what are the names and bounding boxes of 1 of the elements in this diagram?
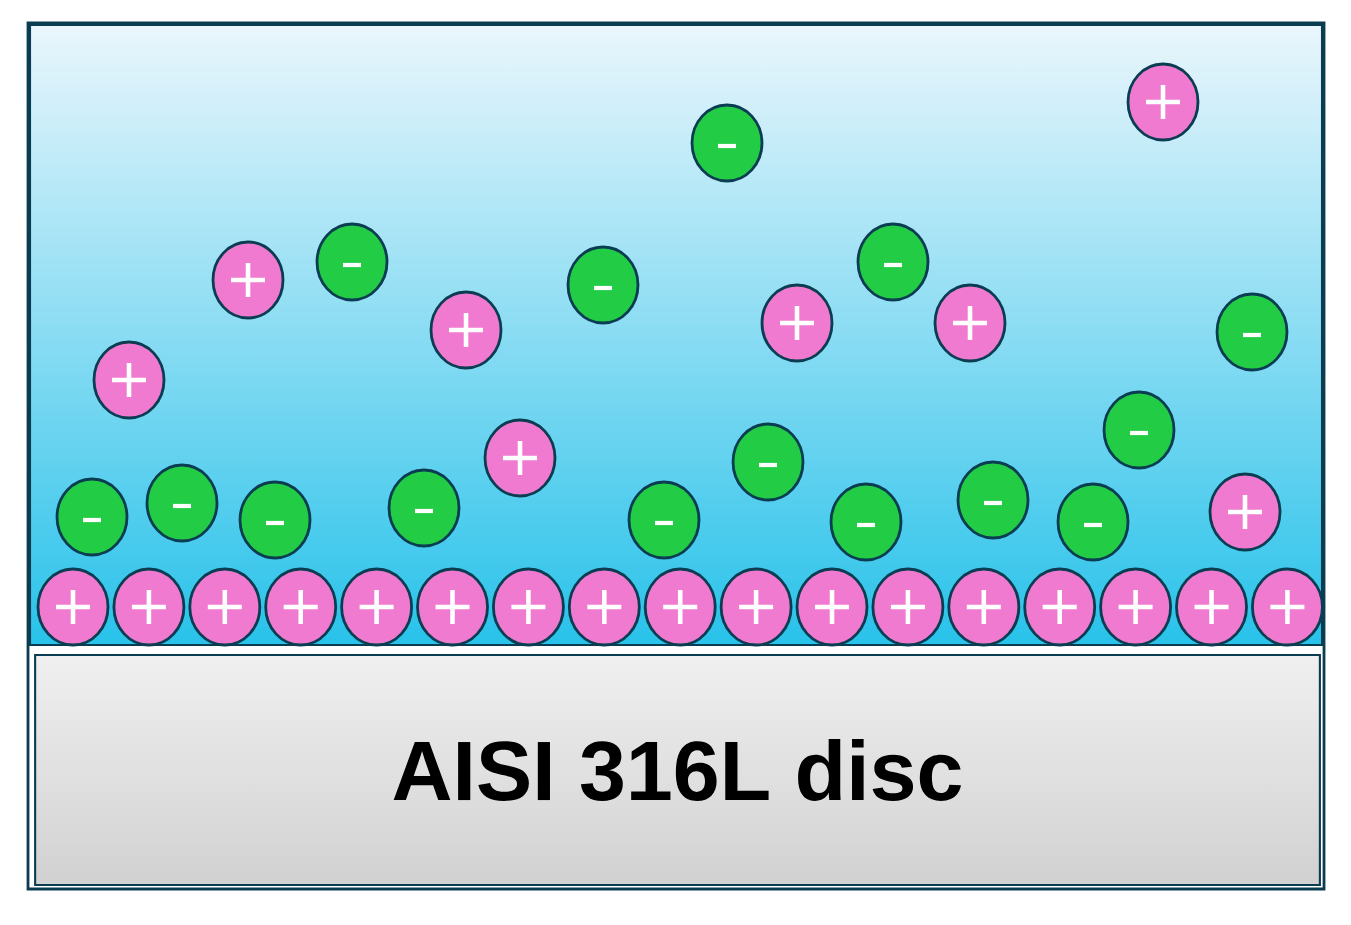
disc-box: AISI 316L disc (34, 653, 1321, 887)
